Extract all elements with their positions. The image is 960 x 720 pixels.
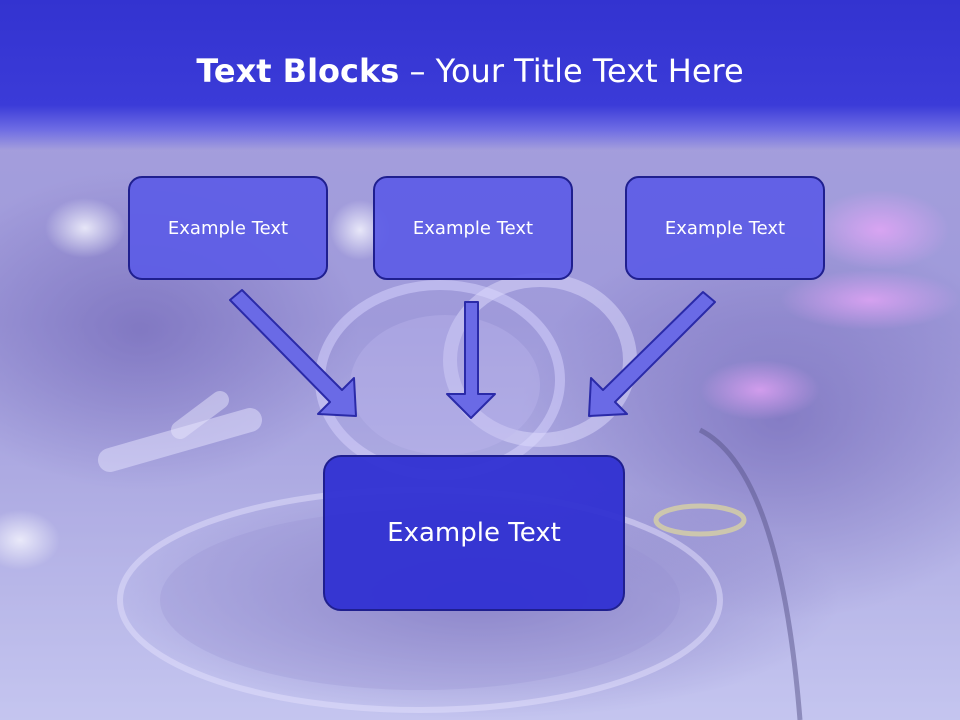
target-block[interactable]: Example Text bbox=[323, 455, 625, 611]
title-bar bbox=[0, 0, 960, 150]
text-block-label: Example Text bbox=[167, 217, 289, 239]
text-block-label: Example Text bbox=[412, 217, 534, 239]
title-bold: Text Blocks bbox=[196, 52, 400, 90]
target-block-label: Example Text bbox=[387, 518, 561, 548]
text-block-label: Example Text bbox=[664, 217, 786, 239]
text-block-2[interactable]: Example Text bbox=[373, 176, 573, 280]
slide-title: Text Blocks – Your Title Text Here bbox=[0, 52, 940, 90]
title-dash: – bbox=[399, 52, 436, 90]
text-block-1[interactable]: Example Text bbox=[128, 176, 328, 280]
text-block-3[interactable]: Example Text bbox=[625, 176, 825, 280]
title-rest: Your Title Text Here bbox=[435, 52, 744, 90]
